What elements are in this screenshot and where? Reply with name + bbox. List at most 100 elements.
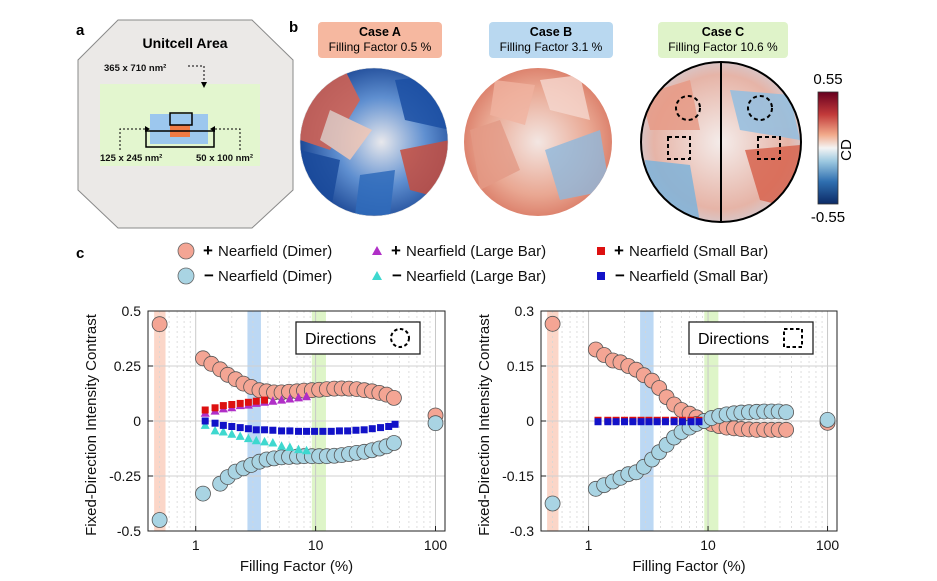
y-tick-label: 0.3 xyxy=(515,303,535,319)
direction-circle-right xyxy=(747,95,773,121)
y-tick-label: 0.15 xyxy=(507,358,534,374)
legend-large-plus-label: Nearfield (Large Bar) xyxy=(406,243,546,260)
y-tick-label: -0.3 xyxy=(510,523,534,539)
panel-letter-b: b xyxy=(289,19,298,36)
data-point-small_minus xyxy=(335,427,343,435)
colorbar-max: 0.55 xyxy=(813,71,842,88)
legend-dimer-minus-marker xyxy=(177,267,195,285)
data-point-small_minus xyxy=(621,418,629,426)
y-tick-label: 0.25 xyxy=(114,358,141,374)
directions-label: Directions xyxy=(698,331,769,348)
y-tick-label: 0.5 xyxy=(122,303,142,319)
y-axis-label: Fixed-Direction Intensity Contrast xyxy=(476,313,493,536)
directions-label: Directions xyxy=(305,331,376,348)
x-tick-label: 10 xyxy=(308,537,324,553)
large-bar-outline xyxy=(145,130,215,148)
data-point-dimer_minus xyxy=(195,485,211,502)
data-point-small_minus xyxy=(261,426,269,434)
legend-minus-sign: − xyxy=(615,266,625,285)
data-point-small_minus xyxy=(211,419,219,427)
data-point-dimer_minus xyxy=(386,435,402,451)
y-tick-label: 0 xyxy=(526,413,534,429)
data-point-small_plus xyxy=(236,399,244,407)
data-point-small_plus xyxy=(219,402,227,410)
direction-square-right xyxy=(757,136,781,160)
case-c-label: Case C Filling Factor 10.6 % xyxy=(658,22,788,58)
case-c-badge xyxy=(658,22,788,58)
data-point-small_minus xyxy=(269,426,277,434)
y-tick-label: -0.25 xyxy=(109,468,141,484)
unitcell-schematic: Unitcell Area 365 x 710 nm² 125 x 245 nm… xyxy=(77,19,294,229)
data-point-small_minus xyxy=(278,427,286,435)
data-point-large_minus xyxy=(200,420,210,429)
data-point-small_minus xyxy=(678,418,686,426)
data-point-small_plus xyxy=(244,398,252,406)
x-tick-label: 1 xyxy=(192,537,200,553)
x-tick-label: 1 xyxy=(585,537,593,553)
case-b-badge xyxy=(489,22,613,58)
data-point-large_minus xyxy=(251,435,261,445)
data-point-small_minus xyxy=(594,418,602,426)
case-a-cd-map xyxy=(299,67,449,217)
legend-dimer-plus-label: Nearfield (Dimer) xyxy=(218,243,332,260)
legend-large-plus-marker xyxy=(372,246,382,255)
legend-small-minus-label: Nearfield (Small Bar) xyxy=(629,268,768,285)
y-axis-label: Fixed-Direction Intensity Contrast xyxy=(83,313,100,536)
legend-small-minus-marker xyxy=(597,272,605,280)
data-point-small_minus xyxy=(637,418,645,426)
data-point-small_minus xyxy=(219,421,227,429)
data-point-large_plus xyxy=(294,392,304,402)
data-point-small_minus xyxy=(377,424,385,432)
data-point-dimer_plus xyxy=(544,315,561,332)
x-axis-label: Filling Factor (%) xyxy=(240,558,353,575)
data-point-small_minus xyxy=(236,424,244,432)
data-point-small_minus xyxy=(360,426,368,434)
data-point-dimer_plus xyxy=(778,421,794,438)
y-tick-label: -0.5 xyxy=(117,523,141,539)
unitcell-title: Unitcell Area xyxy=(142,35,227,51)
data-point-small_minus xyxy=(670,418,678,426)
legend-plus-sign: + xyxy=(203,241,213,260)
legend-plus-sign: + xyxy=(391,241,401,260)
data-point-large_minus xyxy=(294,444,304,454)
legend-minus-sign: − xyxy=(392,266,402,285)
data-point-dimer_minus xyxy=(151,512,168,528)
legend-large-minus-label: Nearfield (Large Bar) xyxy=(406,268,546,285)
data-point-large_minus xyxy=(277,441,287,450)
data-point-large_minus xyxy=(218,427,228,436)
x-tick-label: 10 xyxy=(700,537,716,553)
data-point-small_minus xyxy=(629,418,637,426)
data-point-small_minus xyxy=(311,427,319,435)
legend-large-minus-marker xyxy=(372,271,382,280)
case-a-label: Case A Filling Factor 0.5 % xyxy=(318,22,442,58)
data-point-small_plus xyxy=(252,397,260,405)
data-point-small_minus xyxy=(604,418,612,426)
data-point-small_minus xyxy=(319,427,327,435)
legend-small-plus-marker xyxy=(597,247,605,255)
data-point-small_minus xyxy=(645,418,653,426)
case-a-name: Case A xyxy=(359,25,401,39)
colorbar-min: -0.55 xyxy=(811,209,845,226)
directions-box xyxy=(688,321,814,355)
data-point-large_minus xyxy=(268,438,278,447)
directions-circle-icon xyxy=(390,328,410,348)
y-tick-label: -0.15 xyxy=(502,468,534,484)
small-bar-dimension: 50 x 100 nm² xyxy=(196,153,253,164)
case-c-cd-map xyxy=(640,61,802,223)
case-a-subtitle: Filling Factor 0.5 % xyxy=(329,40,432,54)
data-point-small_minus xyxy=(687,418,695,426)
legend: + Nearfield (Dimer) − Nearfield (Dimer) … xyxy=(177,241,768,285)
legend-dimer-minus-label: Nearfield (Dimer) xyxy=(218,268,332,285)
colorbar-gradient xyxy=(817,91,839,205)
data-point-dimer_minus xyxy=(544,495,561,512)
large-bar-dimension: 125 x 245 nm² xyxy=(100,153,162,164)
data-point-small_minus xyxy=(661,418,669,426)
unitcell-dimension: 365 x 710 nm² xyxy=(104,63,166,74)
data-point-large_minus xyxy=(260,436,270,446)
colorbar-label: CD xyxy=(838,139,855,161)
data-point-small_minus xyxy=(286,427,294,435)
direction-square-left xyxy=(667,136,691,160)
x-tick-label: 100 xyxy=(424,537,448,553)
